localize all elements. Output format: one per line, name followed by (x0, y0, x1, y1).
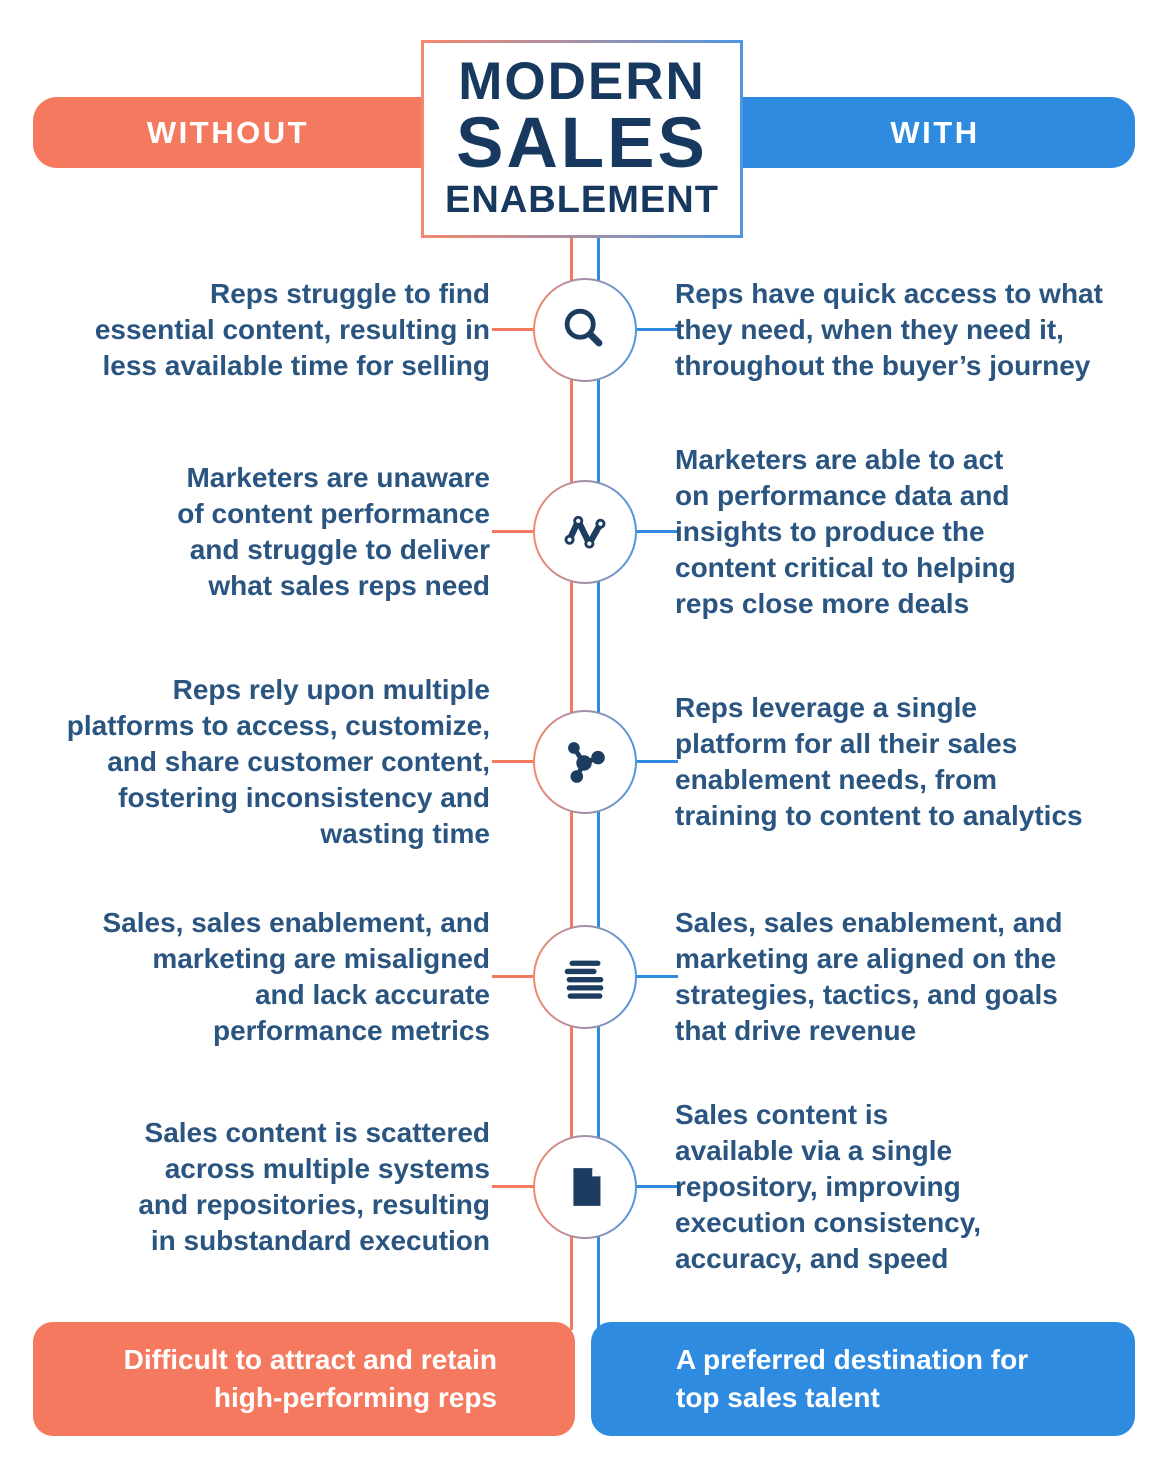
connector-without-2 (492, 530, 534, 533)
connector-with-4 (636, 975, 678, 978)
connector-with-2 (636, 530, 678, 533)
icon-circle-2 (533, 480, 637, 584)
document-icon (573, 1168, 601, 1206)
connector-with-5 (636, 1185, 678, 1188)
with-banner: WITH (735, 97, 1135, 168)
text-lines-icon (564, 960, 604, 999)
without-label: WITHOUT (146, 114, 310, 150)
connector-with-3 (636, 760, 678, 763)
search-icon (564, 308, 603, 347)
trend-chart-icon (564, 515, 606, 549)
title-box: MODERN SALES ENABLEMENT (421, 40, 743, 238)
with-point-2: Marketers are able to act on performance… (675, 444, 1016, 619)
without-point-5: Sales content is scattered across multip… (138, 1117, 490, 1256)
icon-circle-4 (533, 925, 637, 1029)
without-point-1: Reps struggle to find essential content,… (94, 278, 490, 381)
icon-circle-inner-4 (535, 927, 635, 1027)
network-molecule-icon (568, 742, 605, 783)
footer-without-box: Difficult to attract and retain high-per… (33, 1322, 575, 1436)
icon-circle-inner-1 (535, 280, 635, 380)
connector-without-1 (492, 328, 534, 331)
footer-without-text: Difficult to attract and retain high-per… (123, 1344, 497, 1413)
title-line-1: MODERN (458, 52, 706, 112)
icon-circle-5 (533, 1135, 637, 1239)
with-label: WITH (890, 114, 980, 150)
connector-with-1 (636, 328, 678, 331)
connector-without-3 (492, 760, 534, 763)
with-point-4: Sales, sales enablement, and marketing a… (675, 907, 1063, 1046)
without-point-3: Reps rely upon multiple platforms to acc… (66, 674, 490, 849)
without-banner: WITHOUT (33, 97, 423, 168)
with-point-3: Reps leverage a single platform for all … (675, 692, 1083, 831)
connector-without-5 (492, 1185, 534, 1188)
title-line-2: SALES (456, 104, 708, 184)
footer-with-box: A preferred destination for top sales ta… (591, 1322, 1135, 1436)
connector-without-4 (492, 975, 534, 978)
without-point-2: Marketers are unaware of content perform… (177, 462, 490, 601)
icon-circle-inner-5 (535, 1137, 635, 1237)
with-point-5: Sales content is available via a single … (675, 1099, 982, 1274)
title-line-3: ENABLEMENT (445, 179, 719, 222)
icon-circle-inner-2 (535, 482, 635, 582)
footer-with-text: A preferred destination for top sales ta… (676, 1344, 1029, 1413)
icon-circle-inner-3 (535, 712, 635, 812)
with-point-1: Reps have quick access to what they need… (675, 278, 1103, 381)
icon-circle-3 (533, 710, 637, 814)
icon-circle-1 (533, 278, 637, 382)
without-point-4: Sales, sales enablement, and marketing a… (102, 907, 490, 1046)
